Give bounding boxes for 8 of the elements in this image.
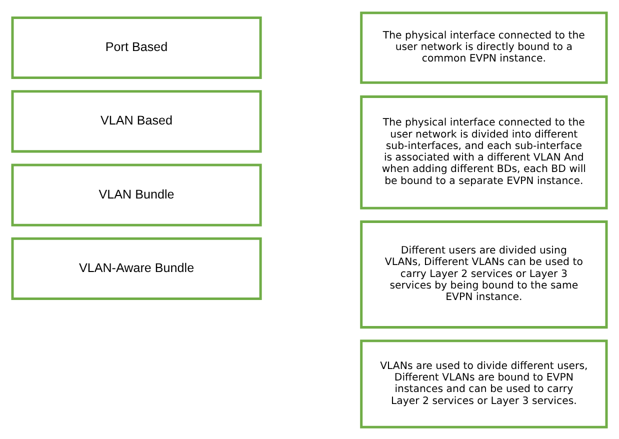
node-box: VLAN Based — [11, 90, 262, 152]
node-box: Port Based — [11, 16, 262, 79]
node-box: Different users are divided using VLANs, Different VLANs can be used to carry Layer 2 services or Layer 3 services by being bound to the same EVPN instance. — [360, 220, 608, 328]
node-box: The physical interface connected to the user network is divided into different sub-interfaces, and each sub-interface is associated with a different VLAN And when adding different BDs, each BD will be bound to a separate EVPN instance. — [360, 94, 608, 209]
node-box: VLANs are used to divide different users, Different VLANs are bound to EVPN instances and can be used to carry Layer 2 services or Layer 3 services. — [360, 339, 608, 428]
node-box: The physical interface connected to the user network is directly bound to a common EVPN instance. — [360, 11, 608, 84]
node-box: VLAN Bundle — [11, 163, 262, 226]
node-box: VLAN-Aware Bundle — [11, 236, 262, 300]
